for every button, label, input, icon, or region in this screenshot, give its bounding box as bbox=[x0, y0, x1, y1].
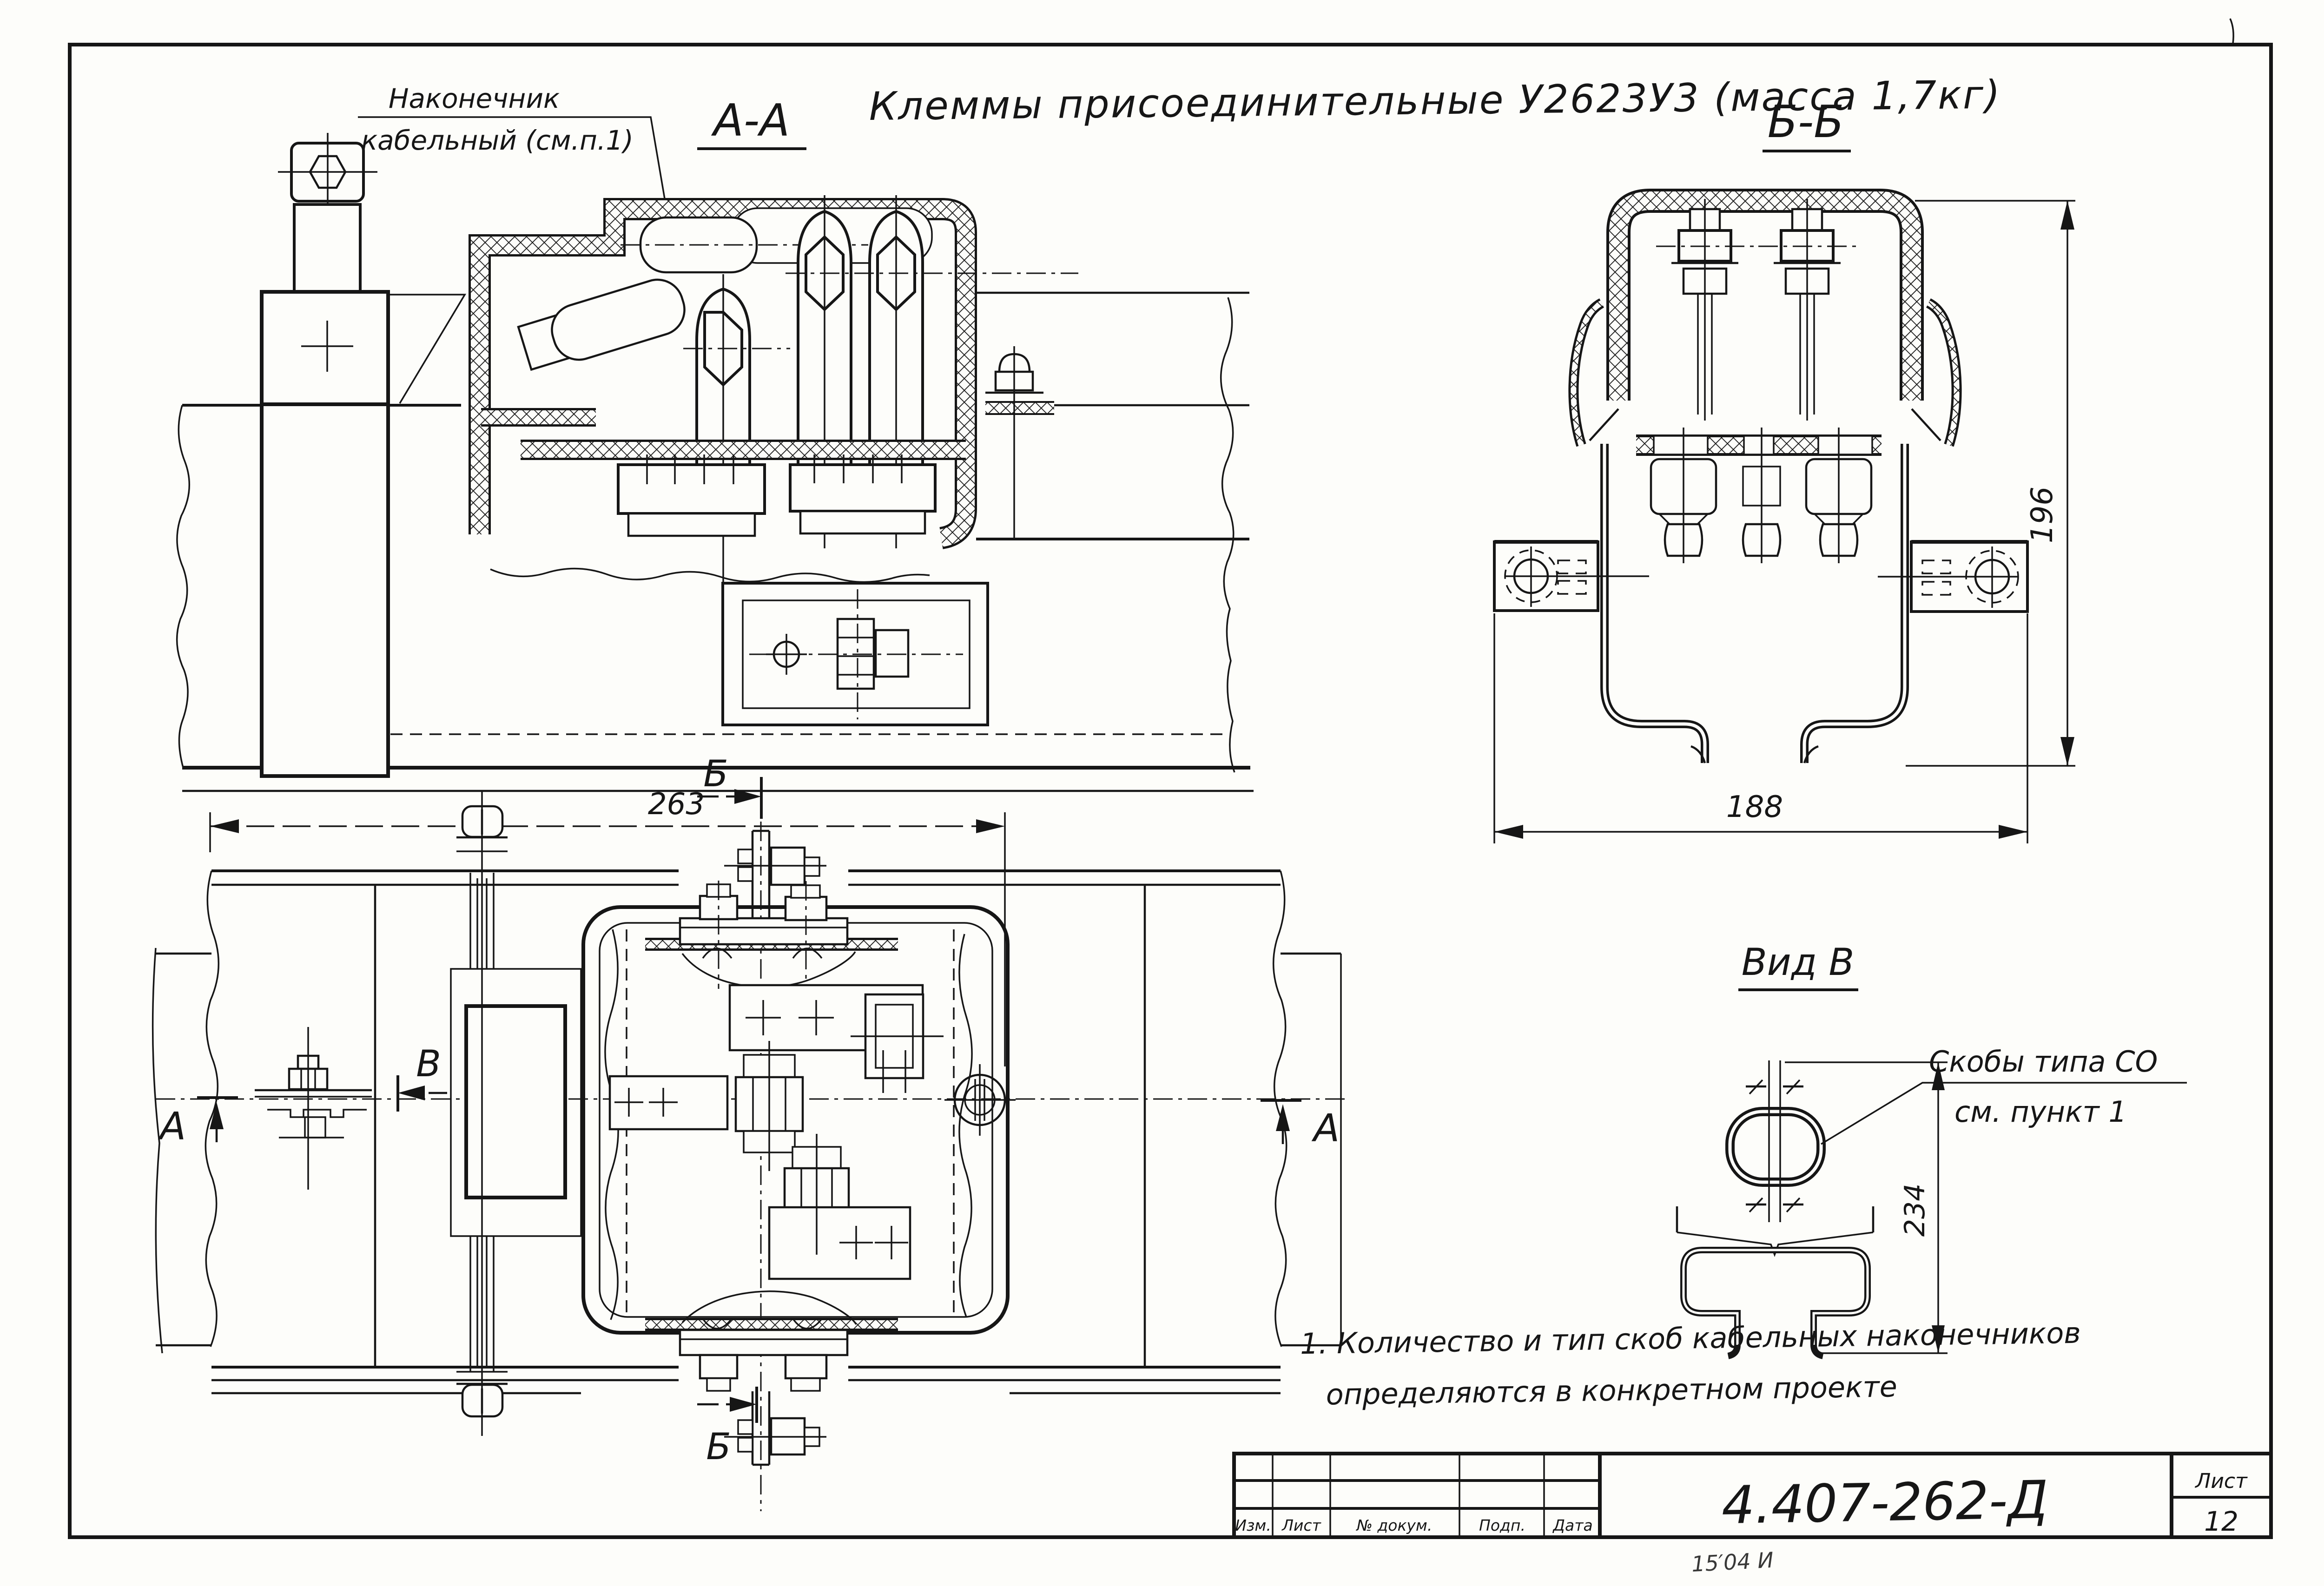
bb-lug-right bbox=[1878, 540, 2029, 613]
marker-b-bottom-label: Б bbox=[706, 1426, 731, 1468]
titleblock-col-podp: Подп. bbox=[1479, 1516, 1525, 1534]
bb-cover-hatch bbox=[1609, 191, 1921, 401]
cable-lug-callout-line1: Наконечник bbox=[389, 83, 560, 114]
plan-marker-a-right: А bbox=[1261, 1099, 1340, 1151]
plate-inner bbox=[464, 1004, 567, 1199]
view-b-dim-234: 234 bbox=[1785, 1061, 1948, 1354]
plan-dim-263: 263 bbox=[209, 787, 1006, 1066]
plan-view: 263 Б Б В А bbox=[152, 753, 1348, 1511]
hanger-rod bbox=[293, 203, 362, 294]
rail-bolt bbox=[985, 346, 1054, 539]
titleblock-col-ndoc: № докум. bbox=[1356, 1516, 1433, 1534]
drawing-note: 1. Количество и тип скоб кабельных након… bbox=[1300, 1316, 2081, 1412]
plan-washer-hole bbox=[944, 1064, 1016, 1136]
hanger-rod-assembly bbox=[260, 133, 390, 778]
plan-pad-1 bbox=[728, 984, 944, 1093]
corner-pen-mark bbox=[2229, 18, 2234, 44]
detail-nut bbox=[874, 629, 910, 678]
section-aa-view: А-А Наконечник кабельный (см.п.1) bbox=[176, 83, 1254, 792]
plan-left-bolt bbox=[255, 1027, 372, 1190]
view-b: Вид В Скобы типа СО см. пункт 1 bbox=[1676, 941, 2187, 1359]
section-bb-label: Б-Б bbox=[1768, 97, 1844, 148]
marker-v-label: В bbox=[416, 1043, 441, 1085]
clamp-callout-line2: см. пункт 1 bbox=[1954, 1095, 2127, 1129]
section-aa-label: А-А bbox=[711, 95, 790, 146]
bb-dim-188-text: 188 bbox=[1726, 790, 1783, 824]
marker-a-left-label: А bbox=[158, 1105, 186, 1149]
clamp-oval bbox=[1725, 1107, 1826, 1187]
cable-lug-callout-line2: кабельный (см.п.1) bbox=[361, 125, 634, 156]
plan-tbolt-top bbox=[679, 829, 856, 989]
terminal-block-left bbox=[617, 463, 766, 515]
titleblock-col-data: Дата bbox=[1552, 1516, 1592, 1534]
bb-dim-188: 188 bbox=[1493, 613, 2028, 843]
terminal-foot-left bbox=[627, 512, 756, 537]
clamp-callout-line1: Скобы типа СО bbox=[1929, 1045, 2158, 1079]
plan-clamp-plate bbox=[450, 790, 582, 1436]
rail-break-right bbox=[1272, 870, 1287, 1347]
plan-marker-b-bottom: Б bbox=[697, 1387, 758, 1468]
marker-b-top-label: Б bbox=[703, 753, 728, 795]
plan-marker-a-left: А bbox=[158, 1096, 238, 1149]
plan-pad-3 bbox=[768, 1134, 911, 1280]
terminal-block-right bbox=[789, 463, 937, 513]
titleblock-col-list: Лист bbox=[1281, 1516, 1321, 1534]
terminal-foot-right bbox=[799, 510, 926, 535]
sheet-number: 12 bbox=[2204, 1506, 2238, 1537]
bb-bolt-1 bbox=[1656, 199, 1754, 421]
cable-lug-lower bbox=[517, 278, 686, 371]
rail-break-left bbox=[205, 870, 220, 1347]
bb-trolley-clamps bbox=[1650, 428, 1873, 563]
section-bb-view: Б-Б bbox=[1493, 97, 2075, 843]
lug-body bbox=[551, 278, 686, 361]
plan-dim-263-text: 263 bbox=[648, 787, 705, 822]
detail-box-outer bbox=[721, 582, 989, 726]
cover-wall-hatch bbox=[471, 200, 975, 547]
sheet-frame bbox=[68, 43, 2273, 1539]
clamp-leader-line bbox=[1821, 1082, 2187, 1145]
title-block-frame bbox=[1232, 1452, 2273, 1539]
bb-cover-outline bbox=[1606, 189, 1924, 401]
plate-chamfer-left bbox=[388, 294, 467, 404]
view-b-dim-234-text: 234 bbox=[1899, 1184, 1931, 1237]
detail-box-inner bbox=[742, 599, 971, 709]
bb-bolt-2 bbox=[1758, 199, 1856, 421]
insulating-cover-section bbox=[469, 198, 977, 549]
sheet-label: Лист bbox=[2194, 1469, 2248, 1493]
detail-box bbox=[721, 582, 989, 726]
titleblock-col-izm: Изм. bbox=[1235, 1516, 1271, 1534]
freehand-break bbox=[490, 567, 930, 583]
plan-rails bbox=[152, 869, 1342, 1395]
note-line1: 1. Количество и тип скоб кабельных након… bbox=[1300, 1316, 2081, 1361]
view-b-channel bbox=[1676, 1206, 1875, 1359]
hanger-bar bbox=[260, 290, 390, 778]
left-break-line bbox=[176, 405, 191, 768]
plan-tbolt-bottom bbox=[679, 1290, 857, 1466]
doc-number: 4.407-262-Д bbox=[1721, 1470, 2049, 1536]
bb-dim-196: 196 bbox=[1906, 200, 2075, 767]
handwritten-date-note: 15′04 И bbox=[1691, 1547, 1774, 1577]
right-break-line bbox=[1220, 297, 1235, 773]
plan-marker-v: В bbox=[396, 1043, 447, 1112]
bb-lug-left bbox=[1493, 540, 1649, 612]
plan-pad-2 bbox=[608, 1041, 804, 1171]
plan-marker-b-top: Б bbox=[697, 753, 763, 819]
bb-dim-196-text: 196 bbox=[2025, 487, 2060, 543]
terminal-blocks bbox=[617, 454, 937, 537]
note-line2: определяются в конкретном проекте bbox=[1326, 1369, 1897, 1411]
plate-outer bbox=[450, 968, 582, 1237]
terminal-studs bbox=[683, 195, 1078, 604]
box-break-right bbox=[958, 934, 973, 1317]
marker-a-right-label: А bbox=[1311, 1106, 1340, 1151]
view-b-label: Вид В bbox=[1742, 941, 1855, 984]
title-block: Изм. Лист № докум. Подп. Дата 4.407-262-… bbox=[1232, 1452, 2273, 1577]
